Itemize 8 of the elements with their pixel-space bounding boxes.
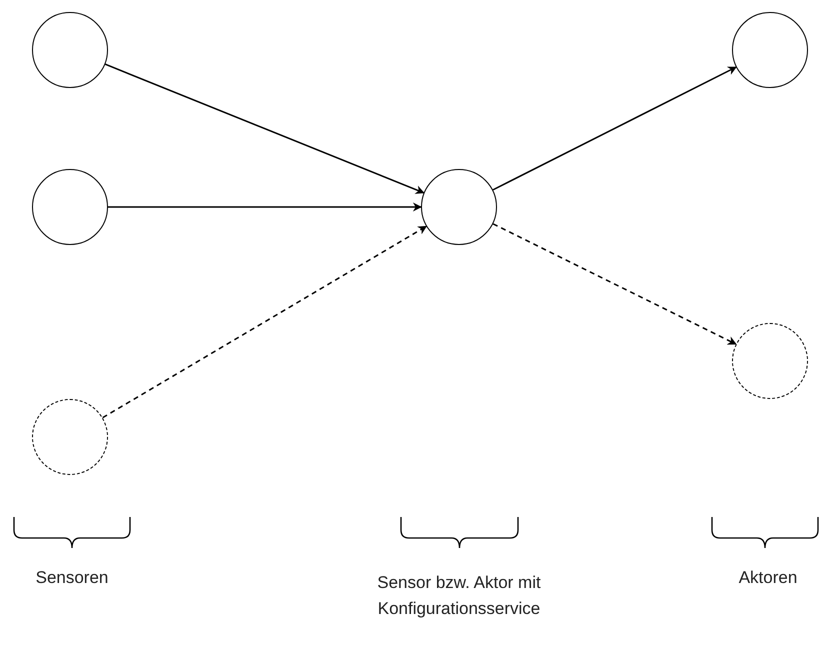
group-label: Sensor bzw. Aktor mit Konfigurationsservice <box>376 572 542 620</box>
arrow <box>104 64 425 194</box>
arrow <box>492 223 737 345</box>
arrow <box>492 66 737 191</box>
group-label: Sensoren <box>34 567 110 589</box>
arrow <box>108 202 422 212</box>
arrow <box>102 226 428 418</box>
group-label: Aktoren <box>738 567 798 589</box>
